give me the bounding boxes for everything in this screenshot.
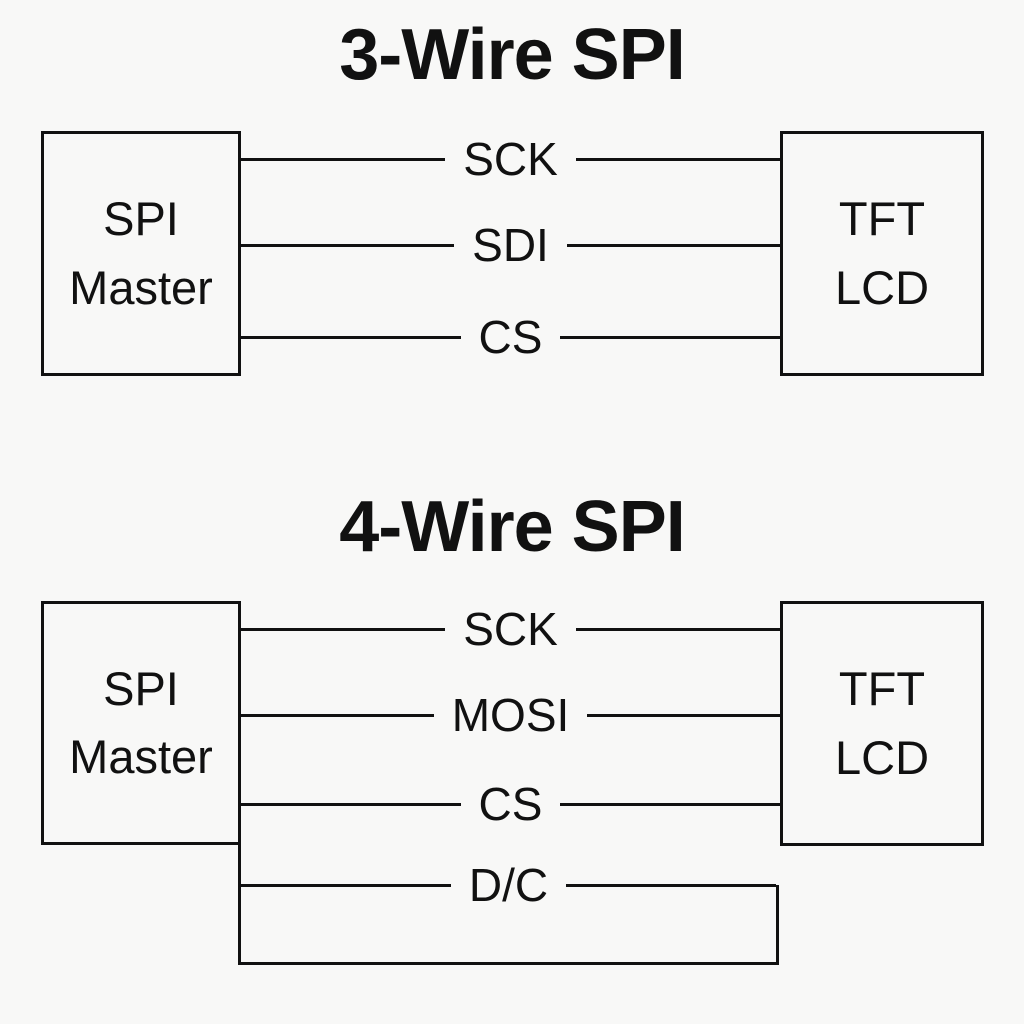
tft-lcd-label-line2: LCD <box>834 260 930 314</box>
wire-line-left <box>241 335 461 339</box>
wire-line-left <box>241 802 461 806</box>
wire-label-sck: SCK <box>463 133 558 185</box>
tft-lcd-label-line2: LCD <box>834 730 930 784</box>
wire-line-right <box>566 883 777 887</box>
wire-label-mosi: MOSI <box>451 689 570 741</box>
dc-outline-right-line <box>776 885 779 965</box>
wire-line-left <box>241 627 446 631</box>
wire-cs: CS <box>241 776 780 832</box>
four-wire-spi-title: 4-Wire SPI <box>339 487 685 567</box>
spi-master-box: SPI Master <box>41 601 241 845</box>
wire-label-sdi: SDI <box>472 219 549 271</box>
spi-master-label-line2: Master <box>69 260 213 314</box>
wire-cs: CS <box>241 309 780 365</box>
tft-lcd-label-line1: TFT <box>838 192 926 246</box>
wire-label-cs: CS <box>478 311 543 363</box>
wire-line-left <box>241 243 455 247</box>
wire-line-right <box>560 335 780 339</box>
wire-line-right <box>560 802 780 806</box>
wire-line-right <box>575 627 780 631</box>
wire-mosi: MOSI <box>241 687 780 743</box>
dc-outline-left-line <box>238 843 241 965</box>
wire-sdi: SDI <box>241 217 780 273</box>
three-wire-spi-title: 3-Wire SPI <box>339 15 685 95</box>
wire-label-dc: D/C <box>468 859 549 911</box>
wire-line-right <box>566 243 780 247</box>
wire-sck: SCK <box>241 131 780 187</box>
tft-lcd-box: TFT LCD <box>780 131 984 376</box>
wire-label-cs: CS <box>478 778 543 830</box>
spi-master-box: SPI Master <box>41 131 241 376</box>
spi-master-label-line1: SPI <box>103 192 179 246</box>
wire-line-left <box>241 157 446 161</box>
wire-line-right <box>587 713 780 717</box>
wire-line-left <box>241 883 451 887</box>
spi-master-label-line2: Master <box>69 730 213 783</box>
tft-lcd-label-line1: TFT <box>838 662 926 716</box>
wire-line-left <box>241 713 434 717</box>
wire-label-sck: SCK <box>463 603 558 655</box>
tft-lcd-box: TFT LCD <box>780 601 984 846</box>
spi-master-label-line1: SPI <box>103 661 179 715</box>
wire-sck: SCK <box>241 601 780 657</box>
wire-line-right <box>575 157 780 161</box>
dc-outline-bottom-line <box>238 962 779 965</box>
wire-dc: D/C <box>241 857 777 913</box>
